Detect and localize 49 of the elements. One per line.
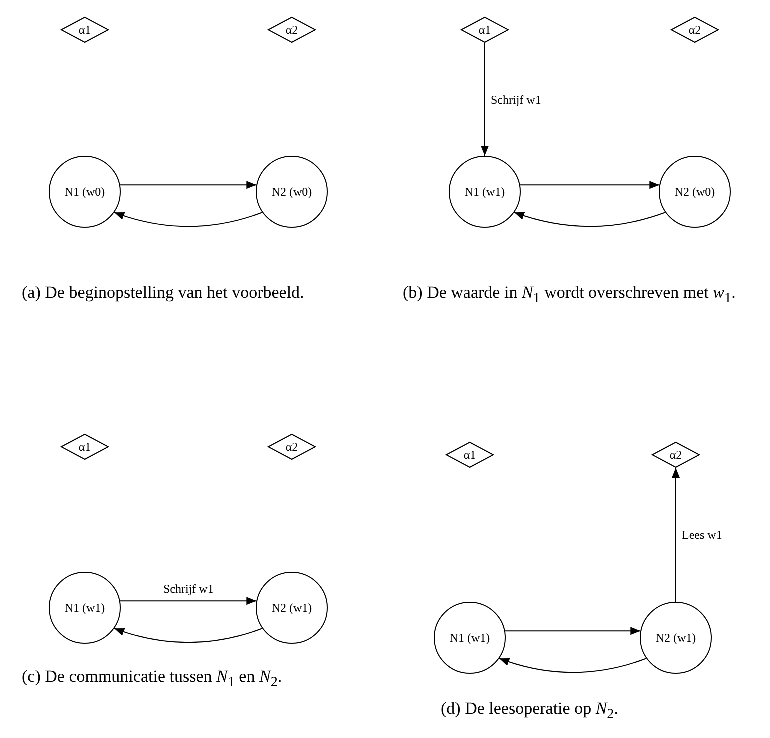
arrow [672,468,680,602]
edge-label: Schrijf w1 [491,92,542,106]
node-label: α1 [78,22,92,38]
arrow [114,212,263,228]
diamond-node [268,17,316,43]
node-label: α2 [286,22,298,38]
circle-node [256,572,328,644]
arrow [520,181,660,190]
diamond-node [61,434,109,460]
node-label: α2 [670,448,682,462]
node-label: N2 (w0) [674,184,716,200]
diamond-node [652,442,700,468]
figure-caption: (d) De leesoperatie op N$_{2}$. [441,698,620,724]
node-label: N1 (w1) [64,600,106,616]
diamond-node [461,17,509,43]
circle-node [640,602,712,674]
arrow [481,42,489,156]
node-label: α2 [286,440,298,454]
diamond-node [671,17,719,43]
arrow [120,181,258,190]
circle-node [659,156,731,228]
node-label: N2 (w1) [272,600,312,616]
figure-caption: (b) De waarde in N$_{1}$ wordt overschreven met w$_{1}$. [403,282,737,308]
node-label: N2 (w0) [272,184,312,200]
node-label: N1 (w1) [450,630,490,646]
node-label: N1 (w0) [64,184,106,200]
arrow [114,628,263,644]
circle-node [49,156,121,228]
node-label: α1 [464,448,476,462]
figure-caption: (c) De communicatie tussen N$_{1}$ en N$_{2}$. [22,666,284,692]
arrow [120,597,258,606]
node-label: N2 (w1) [656,630,696,646]
circle-node [434,602,506,674]
figure-caption: (a) De beginopstelling van het voorbeeld. [22,282,306,304]
diamond-node [268,434,316,460]
circle-node [449,156,521,228]
node-label: α1 [478,22,492,38]
edge-label: Schrijf w1 [164,582,214,596]
circle-node [49,572,121,644]
node-label: N1 (w1) [464,184,506,200]
diamond-node [61,17,109,43]
arrow [504,627,642,636]
node-label: α2 [688,22,702,38]
arrow [499,658,647,674]
circle-node [256,156,328,228]
edge-label: Lees w1 [682,528,722,542]
arrow [514,212,666,228]
diamond-node [446,442,494,468]
node-label: α1 [78,440,92,454]
